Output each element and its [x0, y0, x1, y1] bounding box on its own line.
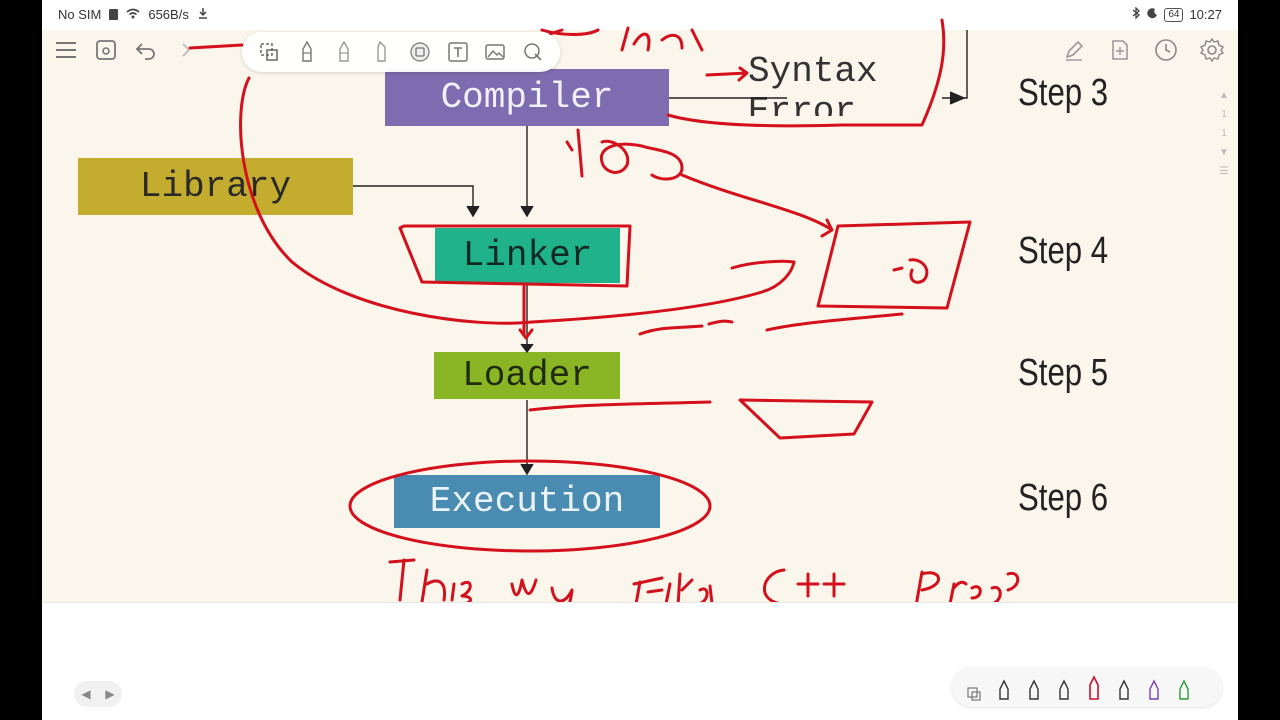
linker-box: Linker	[435, 228, 620, 283]
scroll-up-icon[interactable]: ▲	[1219, 90, 1229, 101]
image-icon[interactable]	[482, 39, 508, 65]
step-6-label: Step 6	[1018, 477, 1109, 519]
lasso-icon[interactable]	[256, 39, 282, 65]
download-icon	[197, 7, 209, 22]
current-page-number: 1	[1221, 109, 1227, 120]
scroll-down-icon[interactable]: ▼	[1219, 147, 1229, 158]
marker-icon[interactable]	[369, 39, 395, 65]
note-canvas[interactable]: Compiler Library Linker Loader Execution…	[42, 30, 1238, 602]
pen-tray-settings-icon[interactable]	[962, 673, 986, 701]
shape-icon[interactable]	[520, 39, 546, 65]
layers-icon[interactable]: ☰	[1219, 166, 1229, 177]
pen-tray	[952, 667, 1222, 707]
pen-slot-4-icon[interactable]	[1082, 673, 1106, 701]
pen-edit-icon[interactable]	[1060, 36, 1088, 64]
library-box: Library	[78, 158, 353, 215]
loader-box: Loader	[434, 352, 620, 399]
syntax-label-line1: Syntax	[748, 51, 878, 92]
pen-slot-6-icon[interactable]	[1142, 673, 1166, 701]
pen-tools-bar	[242, 32, 560, 72]
undo-icon[interactable]	[132, 36, 160, 64]
step-3-label: Step 3	[1018, 72, 1109, 114]
redo-icon[interactable]	[172, 36, 200, 64]
text-icon[interactable]	[445, 39, 471, 65]
bottom-area: ◀ ▶	[42, 602, 1238, 720]
sim-icon	[109, 9, 119, 20]
page-scroll-indicator[interactable]: ▲ 1 1 ▼ ☰	[1216, 90, 1232, 210]
wifi-icon	[126, 7, 140, 22]
moon-icon	[1147, 7, 1158, 22]
step-5-label: Step 5	[1018, 352, 1109, 394]
bluetooth-icon	[1132, 6, 1141, 22]
note-app-screen: No SIM 656B/s 64 10:27 Compiler Library …	[42, 0, 1238, 720]
page-navigator[interactable]: ◀ ▶	[74, 681, 122, 707]
syntax-error-label: Syntax Error	[748, 51, 878, 117]
total-page-number: 1	[1221, 128, 1227, 139]
clock: 10:27	[1189, 7, 1222, 22]
pen-slot-7-icon[interactable]	[1172, 673, 1196, 701]
pen-slot-5-icon[interactable]	[1112, 673, 1136, 701]
top-toolbar-left	[52, 36, 200, 64]
eraser-icon[interactable]	[407, 39, 433, 65]
top-toolbar-right	[1060, 36, 1226, 64]
status-bar: No SIM 656B/s 64 10:27	[42, 0, 1238, 30]
network-speed: 656B/s	[148, 7, 189, 22]
pen-slot-3-icon[interactable]	[1052, 673, 1076, 701]
pen-slot-2-icon[interactable]	[1022, 673, 1046, 701]
menu-icon[interactable]	[52, 36, 80, 64]
step-4-label: Step 4	[1018, 230, 1109, 272]
read-mode-icon[interactable]	[92, 36, 120, 64]
pencil-icon[interactable]	[331, 39, 357, 65]
history-icon[interactable]	[1152, 36, 1180, 64]
carrier-label: No SIM	[58, 7, 102, 22]
pen-icon[interactable]	[294, 39, 320, 65]
compiler-box: Compiler	[385, 69, 669, 126]
settings-icon[interactable]	[1198, 36, 1226, 64]
battery-indicator: 64	[1164, 7, 1184, 22]
pen-slot-1-icon[interactable]	[992, 673, 1016, 701]
add-page-icon[interactable]	[1106, 36, 1134, 64]
execution-box: Execution	[394, 475, 660, 528]
syntax-label-line2: Error	[748, 92, 857, 116]
next-page-icon[interactable]: ▶	[105, 687, 115, 701]
previous-page-icon[interactable]: ◀	[81, 687, 91, 701]
